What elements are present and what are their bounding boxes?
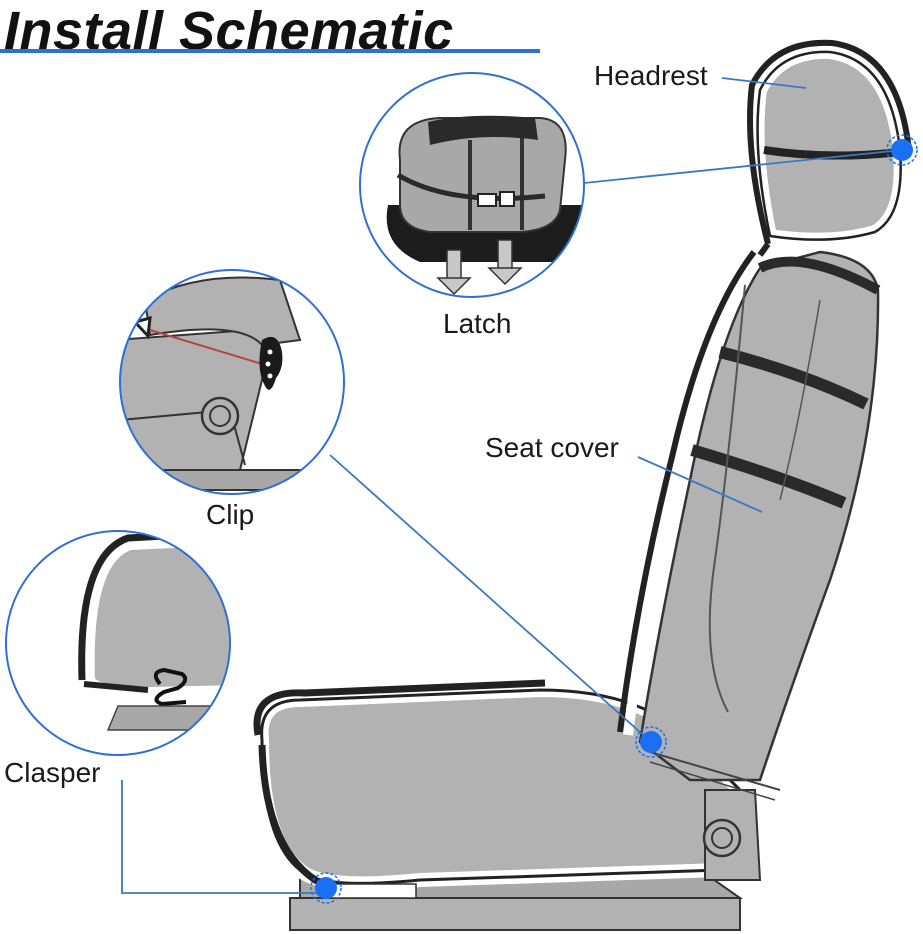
backrest-marker <box>635 726 667 758</box>
cushion-marker <box>310 872 342 904</box>
clip-detail-circle <box>119 269 345 495</box>
seat-headrest <box>747 39 912 257</box>
label-clasper: Clasper <box>4 757 101 788</box>
clasper-detail-circle <box>5 530 231 756</box>
headrest-marker <box>886 134 918 166</box>
latch-detail-circle <box>359 72 585 298</box>
title-underline <box>0 49 540 53</box>
leader-lines <box>121 77 903 894</box>
seat-hinge <box>702 789 762 881</box>
seat-backrest <box>617 250 881 801</box>
label-latch: Latch <box>443 308 512 339</box>
label-headrest: Headrest <box>594 60 708 91</box>
label-clip: Clip <box>206 499 255 530</box>
label-seat-cover: Seat cover <box>485 432 619 463</box>
